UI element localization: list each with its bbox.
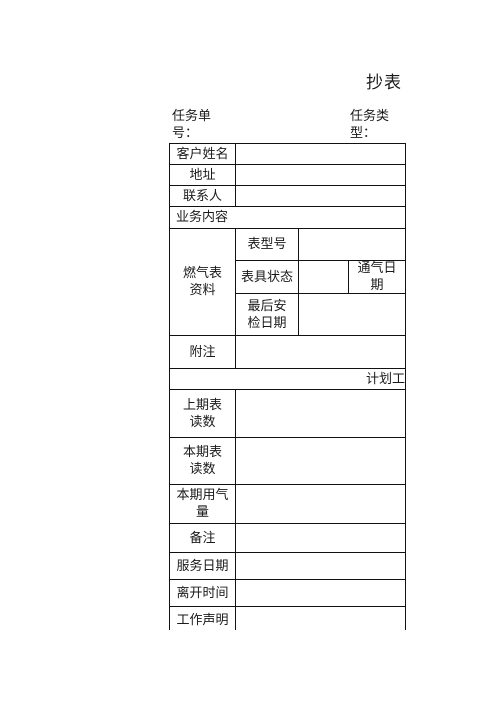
rule [169,552,405,553]
rule [235,228,236,368]
rule [235,552,236,641]
page-crop [160,630,496,702]
rule [169,523,405,524]
gas-meter-info-label: 燃气表资料 [182,266,222,298]
rule [169,185,405,186]
meter-status-label: 表具状态 [240,269,293,285]
rule [169,206,405,207]
rule [169,484,405,485]
rule [169,143,170,641]
service-content-label: 业务内容 [176,210,229,225]
rule [405,143,406,641]
rule [169,437,405,438]
rule [169,389,405,390]
rule [169,368,405,369]
rule [235,260,405,261]
rule [169,335,405,336]
rule [298,228,299,335]
remarks-label: 附注 [189,344,216,360]
customer-name-label: 客户姓名 [176,146,229,162]
gas-on-date-label: 通气日期 [357,261,397,293]
previous-reading-label: 上期表读数 [182,397,222,430]
plan-work-header: 计划工 [365,371,405,387]
notes-label: 备注 [189,530,216,546]
contact-label: 联系人 [182,188,222,204]
form-title: 抄表 [366,73,402,93]
rule [348,260,349,293]
rule [169,164,405,165]
rule [235,293,405,294]
rule [169,143,405,144]
task-type-label: 任务类型： [350,109,390,141]
rule [169,579,405,580]
rule [235,389,236,552]
task-number-label: 任务单号： [172,109,212,141]
service-date-label: 服务日期 [176,558,229,574]
last-inspection-date-label: 最后安检日期 [247,298,287,331]
current-reading-label: 本期表读数 [182,445,222,477]
meter-model-label: 表型号 [247,237,287,252]
work-statement-label: 工作声明 [176,613,229,628]
page-crop [406,60,496,660]
current-usage-label: 本期用气量 [176,488,229,520]
rule [169,228,405,229]
rule [235,143,236,207]
address-label: 地址 [189,167,216,183]
departure-time-label: 离开时间 [176,585,229,601]
rule [169,606,405,607]
